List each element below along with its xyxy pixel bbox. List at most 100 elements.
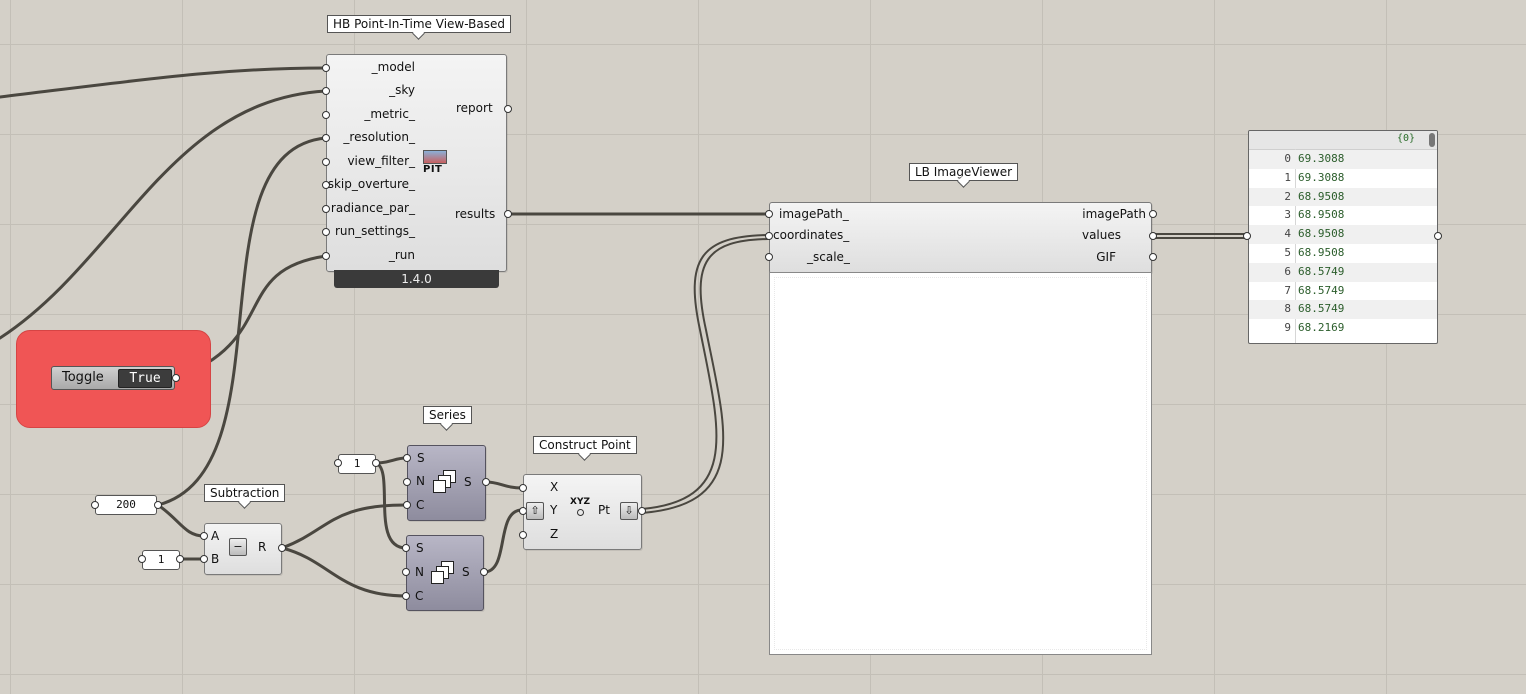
cpt-input-port-z[interactable] <box>519 531 527 539</box>
image-viewer-canvas <box>774 277 1147 650</box>
toggle-value[interactable]: True <box>118 369 172 388</box>
number-slider-200[interactable]: 200 <box>95 495 157 515</box>
series2-input-label-s: S <box>416 541 424 555</box>
hb-point-in-time-component[interactable] <box>326 54 507 272</box>
number-slider-1-b[interactable]: 1 <box>142 550 180 570</box>
series-input-port-s[interactable] <box>403 454 411 462</box>
row-value: 68.9508 <box>1298 189 1345 203</box>
hb-output-label-report: report <box>456 101 493 115</box>
xyz-icon-text: XYZ <box>570 497 590 507</box>
row-index: 8 <box>1284 302 1291 316</box>
hb-input-port-run[interactable] <box>322 252 330 260</box>
slider-200-left-port[interactable] <box>91 501 99 509</box>
hb-input-label-run-settings: run_settings_ <box>335 224 415 238</box>
viewer-output-label-gif: GIF <box>1096 250 1116 264</box>
series2-input-port-c[interactable] <box>402 592 410 600</box>
number-slider-1-a[interactable]: 1 <box>338 454 376 474</box>
panel-input-port[interactable] <box>1243 232 1251 240</box>
pit-icon-text: PIT <box>423 164 443 175</box>
row-value: 68.2169 <box>1298 321 1345 335</box>
hb-input-label-run: _run <box>388 248 415 262</box>
row-value: 68.9508 <box>1298 245 1345 259</box>
series-output-port-s[interactable] <box>482 478 490 486</box>
cpt-output-port-pt[interactable] <box>638 507 646 515</box>
hb-input-port-model[interactable] <box>322 64 330 72</box>
series2-input-port-s[interactable] <box>402 544 410 552</box>
cpt-input-label-x: X <box>550 480 559 494</box>
list-item: 7 68.5749 <box>1249 282 1437 301</box>
subtraction-output-label-r: R <box>258 540 267 554</box>
image-viewer-display <box>769 272 1152 655</box>
viewer-input-port-scale[interactable] <box>765 253 773 261</box>
row-index: 1 <box>1284 170 1291 184</box>
hb-input-label-sky: _sky <box>389 83 415 97</box>
wire-series-to-x <box>484 480 524 490</box>
row-value: 68.5749 <box>1298 283 1345 297</box>
viewer-output-port-imagepath[interactable] <box>1149 210 1157 218</box>
wire-1-to-series2-s <box>374 461 408 550</box>
boolean-toggle[interactable]: Toggle True <box>51 366 175 390</box>
subtraction-input-label-b: B <box>211 552 220 566</box>
hb-input-label-resolution: _resolution_ <box>343 130 415 144</box>
data-panel-scrollbar[interactable] <box>1429 133 1435 147</box>
hb-output-port-report[interactable] <box>504 105 512 113</box>
subtraction-input-label-a: A <box>211 529 220 543</box>
slider-1a-output-port[interactable] <box>372 459 380 467</box>
series-input-port-c[interactable] <box>403 501 411 509</box>
cpt-output-label-pt: Pt <box>598 503 610 517</box>
hb-input-port-metric[interactable] <box>322 111 330 119</box>
slider-1b-output-port[interactable] <box>176 555 184 563</box>
series-input-label-n: N <box>416 474 425 488</box>
subtraction-output-port-r[interactable] <box>278 544 286 552</box>
slider-1b-left-port[interactable] <box>138 555 146 563</box>
wire-pt-to-coordinates-b <box>641 238 769 514</box>
slider-1a-left-port[interactable] <box>334 459 342 467</box>
row-value: 68.9508 <box>1298 208 1345 222</box>
series-input-label-s: S <box>417 451 425 465</box>
arrow-down-icon[interactable]: ⇩ <box>620 502 638 520</box>
slider-200-output-port[interactable] <box>154 501 162 509</box>
row-value: 69.3088 <box>1298 170 1345 184</box>
series-output-label-s: S <box>464 475 472 489</box>
cpt-input-label-y: Y <box>550 503 558 517</box>
arrow-up-icon[interactable]: ⇧ <box>526 502 544 520</box>
wire-sub-a <box>156 503 206 538</box>
row-value: 68.5749 <box>1298 302 1345 316</box>
row-index: 7 <box>1284 283 1291 297</box>
viewer-output-label-values: values <box>1081 228 1121 242</box>
series2-input-label-c: C <box>415 589 424 603</box>
viewer-input-port-imagepath[interactable] <box>765 210 773 218</box>
hb-input-port-resolution[interactable] <box>322 134 330 142</box>
row-index: 3 <box>1284 208 1291 222</box>
hb-input-port-run-settings[interactable] <box>322 228 330 236</box>
viewer-output-port-gif[interactable] <box>1149 253 1157 261</box>
series2-output-label-s: S <box>462 565 470 579</box>
wire-1-to-series-s <box>374 456 408 465</box>
hb-input-port-radiance-par[interactable] <box>322 205 330 213</box>
hb-input-port-skip-overture[interactable] <box>322 181 330 189</box>
panel-output-port[interactable] <box>1434 232 1442 240</box>
hb-input-port-view-filter[interactable] <box>322 158 330 166</box>
hb-output-port-results[interactable] <box>504 210 512 218</box>
series2-output-port-s[interactable] <box>480 568 488 576</box>
viewer-output-label-imagepath: imagePath <box>1082 207 1146 221</box>
subtraction-input-port-b[interactable] <box>200 555 208 563</box>
hb-input-port-sky[interactable] <box>322 87 330 95</box>
hb-input-label-radiance-par: radiance_par_ <box>330 201 415 215</box>
hb-input-label-skip-overture: skip_overture_ <box>327 177 415 191</box>
toggle-output-port[interactable] <box>172 374 180 382</box>
subtraction-input-port-a[interactable] <box>200 532 208 540</box>
viewer-output-port-values[interactable] <box>1149 232 1157 240</box>
series-input-port-n[interactable] <box>403 478 411 486</box>
lb-image-viewer-component[interactable] <box>769 202 1152 274</box>
series2-input-port-n[interactable] <box>402 568 410 576</box>
wire-r-to-series-c <box>280 503 408 550</box>
hb-input-label-metric: _metric_ <box>364 107 415 121</box>
viewer-input-port-coordinates[interactable] <box>765 232 773 240</box>
cpt-input-port-x[interactable] <box>519 484 527 492</box>
row-index: 4 <box>1284 227 1291 241</box>
